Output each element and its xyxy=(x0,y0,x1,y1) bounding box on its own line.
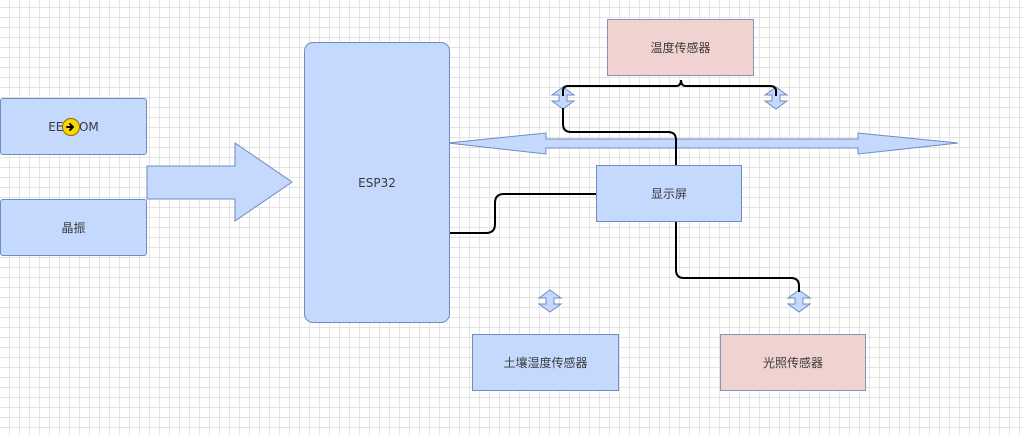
temp-brace-connector xyxy=(562,79,777,96)
display-box[interactable]: 显示屏 xyxy=(596,165,742,222)
crystal-box[interactable]: 晶振 xyxy=(0,199,147,256)
light-sensor-label: 光照传感器 xyxy=(762,356,823,370)
esp32-box[interactable]: ESP32 xyxy=(304,42,450,323)
crystal-label: 晶振 xyxy=(61,221,86,235)
temp-sensor-box[interactable]: 温度传感器 xyxy=(607,19,754,76)
input-block-arrow xyxy=(146,142,293,222)
esp32-display-connector xyxy=(450,193,597,234)
arrow-right-circle-icon xyxy=(62,118,80,136)
light-double-arrow xyxy=(786,289,812,313)
soil-double-arrow xyxy=(537,289,563,313)
esp32-label: ESP32 xyxy=(358,175,396,190)
display-label: 显示屏 xyxy=(650,187,687,201)
bus-double-arrow xyxy=(447,132,959,155)
light-sensor-box[interactable]: 光照传感器 xyxy=(720,334,866,391)
temp-sensor-label: 温度传感器 xyxy=(650,41,711,55)
soil-sensor-box[interactable]: 土壤湿度传感器 xyxy=(472,334,619,391)
soil-sensor-label: 土壤湿度传感器 xyxy=(503,356,588,370)
temp-right-double-arrow xyxy=(763,86,789,110)
